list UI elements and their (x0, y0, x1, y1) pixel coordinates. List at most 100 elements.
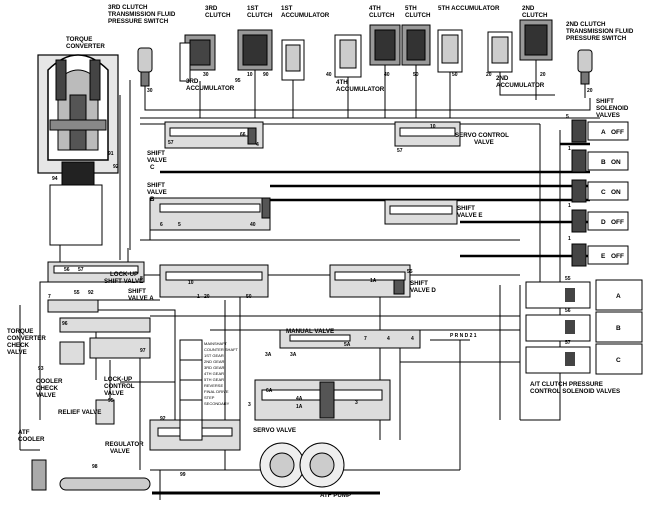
at-clutch-solenoid-label: A/T CLUTCH PRESSURE CONTROL SOLENOID VAL… (530, 381, 620, 395)
svg-text:SHIFT: SHIFT (128, 288, 146, 295)
svg-text:95: 95 (108, 398, 114, 404)
svg-text:10: 10 (247, 72, 253, 78)
third-clutch-label: 3RD CLUTCH (205, 5, 231, 19)
svg-text:3RD: 3RD (205, 5, 218, 12)
svg-text:1: 1 (568, 203, 571, 209)
svg-text:SHIFT: SHIFT (147, 182, 165, 189)
svg-text:MAINSHAFT: MAINSHAFT (204, 341, 228, 346)
svg-text:ACCUMULATOR: ACCUMULATOR (281, 12, 330, 19)
svg-text:20: 20 (540, 72, 546, 78)
svg-text:SHIFT: SHIFT (596, 98, 614, 105)
svg-text:VALVE: VALVE (110, 448, 130, 455)
svg-text:30: 30 (147, 88, 153, 94)
svg-text:VALVE: VALVE (7, 349, 27, 356)
atf-strainer (59, 477, 151, 491)
svg-text:SHIFT: SHIFT (410, 280, 428, 287)
svg-text:COOLER: COOLER (18, 436, 45, 443)
shift-valve-d (329, 264, 411, 298)
shift-valve-d-label: SHIFT VALVE D (410, 280, 436, 294)
svg-text:4A: 4A (296, 396, 303, 402)
second-clutch-switch-label: 2ND CLUTCH TRANSMISSION FLUID PRESSURE S… (566, 21, 634, 42)
second-clutch-pressure-switch (577, 49, 593, 98)
svg-text:55: 55 (565, 276, 571, 282)
solenoid-d-label: D (601, 219, 606, 226)
svg-text:VALVE: VALVE (474, 139, 494, 146)
svg-text:40: 40 (326, 72, 332, 78)
svg-text:5TH: 5TH (405, 5, 417, 12)
svg-text:TRANSMISSION FLUID: TRANSMISSION FLUID (108, 11, 176, 18)
svg-text:SECONDARY: SECONDARY (204, 401, 230, 406)
svg-text:5A: 5A (344, 342, 351, 348)
svg-text:97: 97 (140, 348, 146, 354)
svg-text:ACCUMULATOR: ACCUMULATOR (186, 85, 235, 92)
svg-text:3A: 3A (290, 352, 297, 358)
servo-control-valve-label: SERVO CONTROL VALVE (455, 132, 509, 146)
fourth-clutch-label: 4TH CLUTCH (369, 5, 395, 19)
svg-text:ACCUMULATOR: ACCUMULATOR (336, 86, 385, 93)
svg-text:1A: 1A (370, 278, 377, 284)
svg-text:4: 4 (411, 336, 414, 342)
atf-cooler-label: ATF COOLER (18, 429, 45, 443)
servo-control-valve (394, 121, 461, 147)
svg-text:A/T CLUTCH PRESSURE: A/T CLUTCH PRESSURE (530, 381, 603, 388)
svg-text:4TH: 4TH (369, 5, 381, 12)
shift-valve-a (159, 264, 269, 298)
svg-text:50: 50 (246, 294, 252, 300)
svg-text:92: 92 (160, 416, 166, 422)
svg-text:2ND CLUTCH: 2ND CLUTCH (566, 21, 606, 28)
pressure-solenoid-stack: A B C (525, 279, 643, 375)
third-clutch-switch-label: 3RD CLUTCH TRANSMISSION FLUID PRESSURE S… (108, 4, 176, 25)
svg-text:1: 1 (197, 294, 200, 300)
svg-text:1: 1 (568, 146, 571, 152)
solenoid-c: C ON (571, 179, 629, 203)
svg-text:4: 4 (387, 336, 390, 342)
fifth-accumulator (437, 29, 463, 73)
svg-text:VALVE: VALVE (104, 390, 124, 397)
shift-valve-b-label: SHIFT VALVE B (147, 182, 167, 203)
svg-text:ATF: ATF (18, 429, 30, 436)
port-numbers: 30 30 10 90 95 40 40 50 50 20 20 20 94 9… (38, 72, 593, 478)
second-clutch (519, 19, 553, 61)
manual-valve (279, 329, 421, 349)
svg-text:7: 7 (364, 336, 367, 342)
solenoid-e: E OFF (571, 243, 629, 267)
atf-cooler (31, 459, 47, 491)
atf-pump (259, 442, 345, 488)
svg-text:VALVE: VALVE (147, 157, 167, 164)
svg-text:20: 20 (587, 88, 593, 94)
fifth-clutch (401, 24, 431, 66)
svg-text:COUNTER SHAFT: COUNTER SHAFT (204, 347, 239, 352)
svg-text:CHECK: CHECK (7, 342, 30, 349)
svg-text:10: 10 (188, 280, 194, 286)
solenoid-b: B ON (571, 149, 629, 173)
svg-text:3: 3 (355, 400, 358, 406)
svg-text:VALVE A: VALVE A (128, 295, 154, 302)
svg-text:55: 55 (74, 290, 80, 296)
svg-text:2ND: 2ND (522, 5, 535, 12)
svg-text:LOCK-UP: LOCK-UP (110, 271, 138, 278)
fourth-accumulator (334, 34, 362, 78)
solenoid-d-state: OFF (611, 219, 624, 226)
svg-text:30: 30 (203, 72, 209, 78)
first-accumulator (281, 39, 305, 81)
svg-text:96: 96 (62, 321, 68, 327)
svg-text:VALVE: VALVE (36, 392, 56, 399)
svg-text:3RD CLUTCH: 3RD CLUTCH (108, 4, 148, 11)
third-accumulator-label: 3RD ACCUMULATOR (186, 78, 235, 92)
solenoid-b-state: ON (611, 159, 621, 166)
svg-text:C: C (150, 164, 155, 171)
svg-text:3RD: 3RD (186, 78, 199, 85)
torque-converter-label: TORQUE CONVERTER (66, 36, 105, 50)
pressure-solenoid-b: B (525, 311, 643, 343)
lockup-shift-valve-label: LOCK-UP SHIFT VALVE (104, 271, 143, 285)
shift-valve-a-label: SHIFT VALVE A (128, 288, 154, 302)
pressure-solenoid-a-label: A (616, 293, 621, 300)
torque-converter-housing (49, 184, 103, 246)
svg-text:50: 50 (413, 72, 419, 78)
svg-text:VALVE: VALVE (147, 189, 167, 196)
svg-text:66: 66 (240, 132, 246, 138)
svg-text:CONVERTER: CONVERTER (7, 335, 46, 342)
solenoid-a-label: A (601, 129, 606, 136)
svg-text:CONVERTER: CONVERTER (66, 43, 105, 50)
servo-valve-label: SERVO VALVE (253, 427, 296, 434)
